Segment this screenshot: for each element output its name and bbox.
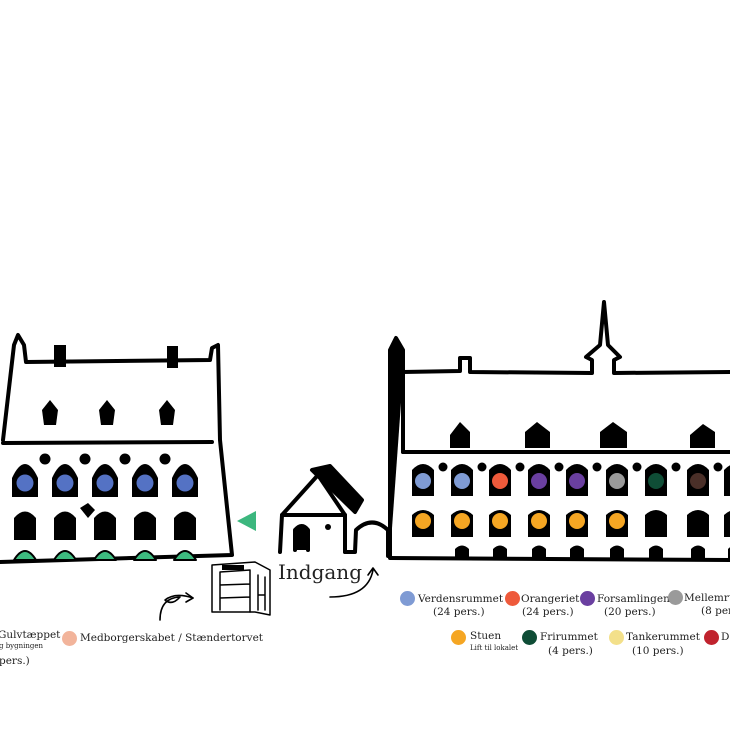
legend-dot-mellemrummet xyxy=(668,590,683,605)
left-building xyxy=(0,333,234,564)
legend-capacity: (10 pers.) xyxy=(632,645,684,657)
room-dot xyxy=(454,473,470,489)
room-dot xyxy=(176,474,194,492)
legend-label: Frirummet xyxy=(540,631,598,643)
legend-capacity: (4 pers.) xyxy=(548,645,593,657)
entrance-building xyxy=(278,464,390,558)
entrance-arrow-icon xyxy=(329,567,379,598)
curved-arrow-icon xyxy=(159,594,194,621)
window xyxy=(645,510,667,537)
window xyxy=(724,511,730,537)
room-dot xyxy=(569,473,585,489)
right-windows xyxy=(412,462,730,560)
room-dot xyxy=(609,473,625,489)
room-dot xyxy=(648,473,664,489)
room-dot xyxy=(690,473,706,489)
legend-dot-medborgerskabet xyxy=(62,631,77,646)
ground-window xyxy=(93,550,117,561)
window xyxy=(94,511,116,540)
legend-capacity: (20 pers.) xyxy=(604,606,656,618)
room-dot xyxy=(16,474,34,492)
room-dot xyxy=(415,473,431,489)
legend-dot-orangeriet xyxy=(505,591,520,606)
ground-window xyxy=(133,550,157,561)
window xyxy=(54,511,76,540)
entrance-label: Indgang xyxy=(278,560,362,584)
room-dot xyxy=(609,513,625,529)
window xyxy=(14,511,36,540)
legend-capacity: (24 pers.) xyxy=(433,606,485,618)
window xyxy=(174,511,196,540)
room-dot xyxy=(136,474,154,492)
legend-label: Forsamlingen xyxy=(597,593,670,605)
ground-window xyxy=(13,550,37,561)
room-dot xyxy=(56,474,74,492)
legend-label: Tankerummet xyxy=(626,631,700,643)
room-dot xyxy=(531,473,547,489)
legend-note: g bygningen xyxy=(0,642,44,650)
left-windows xyxy=(12,453,198,561)
room-dot xyxy=(96,474,114,492)
room-dot xyxy=(569,513,585,529)
legend-capacity: pers.) xyxy=(0,655,30,667)
room-dot xyxy=(531,513,547,529)
legend-dot-verdensrummet xyxy=(400,591,415,606)
right-dormers xyxy=(450,422,715,448)
room-dot xyxy=(415,513,431,529)
legend-capacity: (24 pers.) xyxy=(522,606,574,618)
room-dot xyxy=(454,513,470,529)
legend-label: Mellemru xyxy=(684,592,730,604)
legend-dot-stuen xyxy=(451,630,466,645)
info-booth-icon xyxy=(211,561,271,616)
legend-dot-forsamlingen xyxy=(580,591,595,606)
legend-label: Medborgerskabet / Stændertorvet xyxy=(80,632,264,644)
legend-capacity: (8 pers xyxy=(701,605,730,617)
legend-dot-d xyxy=(704,630,719,645)
window xyxy=(724,465,730,496)
legend-label: Verdensrummet xyxy=(418,593,504,605)
left-dormers xyxy=(42,400,175,425)
legend-label: Stuen xyxy=(470,630,502,642)
legend-dot-frirummet xyxy=(522,630,537,645)
ground-window xyxy=(53,550,77,561)
legend-note: Lift til lokalet xyxy=(470,644,519,652)
window xyxy=(687,510,709,537)
entrance-marker-icon xyxy=(237,511,256,531)
room-dot xyxy=(492,513,508,529)
right-building xyxy=(388,300,730,562)
ground-window xyxy=(173,550,197,561)
room-dot xyxy=(492,473,508,489)
legend-label: D xyxy=(721,631,730,643)
legend-label: Orangeriet xyxy=(521,593,580,605)
legend-dot-tankerummet xyxy=(609,630,624,645)
legend-label: Gulvtæppet xyxy=(0,629,61,641)
window xyxy=(134,511,156,540)
